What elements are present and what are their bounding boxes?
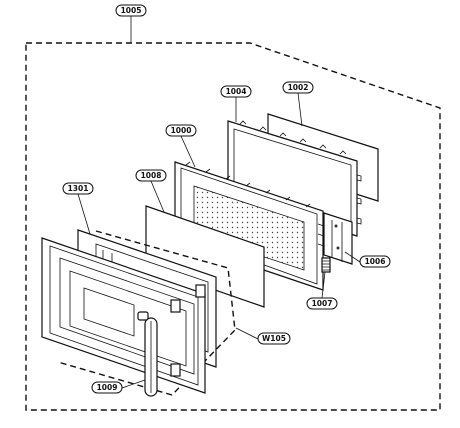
part-1006-latch: [317, 212, 353, 265]
assembly-boundary: [25, 42, 441, 411]
callout-1004-text: 1004: [226, 87, 247, 96]
callout-W105: W105: [257, 332, 291, 345]
callout-1009: 1009: [91, 381, 123, 394]
callout-1006-text: 1006: [365, 257, 386, 266]
callout-1007-text: 1007: [312, 299, 333, 308]
perforated-screen: [193, 185, 305, 271]
callout-1002-text: 1002: [288, 83, 309, 92]
w105-outline: [57, 230, 236, 396]
part-1009-handle: [137, 311, 158, 397]
callout-1000: 1000: [165, 124, 197, 137]
callout-1007: 1007: [306, 297, 338, 310]
callout-1008: 1008: [135, 169, 167, 182]
callout-1008-text: 1008: [141, 171, 162, 180]
part-1000-inner-door: [174, 161, 324, 291]
callout-1005-text: 1005: [121, 6, 142, 15]
callout-1005: 1005: [115, 4, 147, 17]
callout-1301: 1301: [62, 182, 94, 195]
part-1007-spring: [321, 257, 331, 273]
leader-lines: [77, 16, 361, 389]
part-door-front: [41, 237, 206, 394]
callout-1301-text: 1301: [68, 184, 89, 193]
part-1008-choke-cover: [145, 205, 265, 308]
callout-1004: 1004: [220, 85, 252, 98]
callout-1009-text: 1009: [97, 383, 118, 392]
callout-1002: 1002: [282, 81, 314, 94]
callout-1000-text: 1000: [171, 126, 192, 135]
callout-W105-text: W105: [262, 334, 286, 343]
callout-1006: 1006: [359, 255, 391, 268]
